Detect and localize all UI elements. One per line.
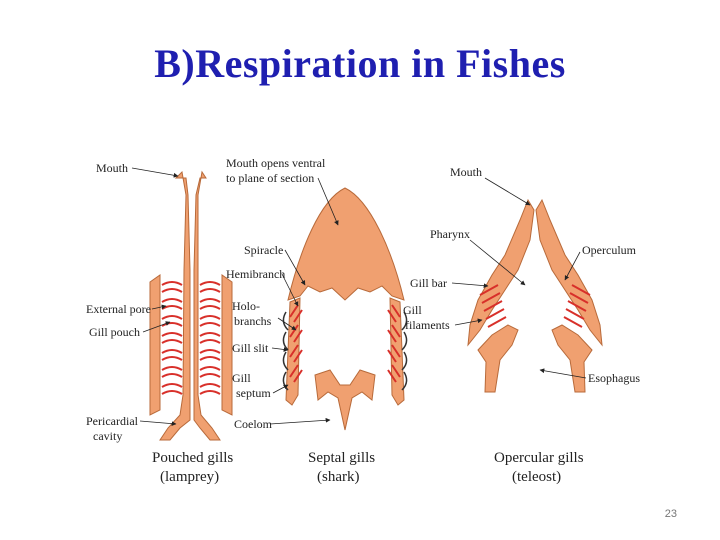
label-external-pore: External pore	[86, 302, 151, 316]
teleost-right-gill-arch	[552, 325, 592, 392]
label-pericardial-1: Pericardial	[86, 414, 139, 428]
label-gill-bar: Gill bar	[410, 276, 447, 290]
label-operculum: Operculum	[582, 243, 637, 257]
label-mouth-ventral-1: Mouth opens ventral	[226, 156, 326, 170]
label-coelom: Coelom	[234, 417, 273, 431]
caption-teleost-2: (teleost)	[512, 469, 561, 485]
caption-lamprey-2: (lamprey)	[160, 469, 219, 485]
lamprey-left-wall	[150, 275, 160, 415]
label-holo-2: branchs	[234, 314, 272, 328]
label-gill-pouch: Gill pouch	[89, 325, 140, 339]
caption-shark-2: (shark)	[317, 469, 359, 485]
label-gill-septum-1: Gill	[232, 371, 251, 385]
teleost-diagram: Mouth Pharynx Operculum Gill bar Gill fi…	[403, 165, 640, 485]
label-spiracle: Spiracle	[244, 243, 283, 257]
label-pharynx: Pharynx	[430, 227, 470, 241]
label-gill-filaments-1: Gill	[403, 303, 422, 317]
page-number: 23	[665, 508, 677, 520]
label-pericardial-2: cavity	[93, 429, 122, 443]
label-holo-1: Holo-	[232, 299, 260, 313]
label-gill-slit: Gill slit	[232, 341, 269, 355]
label-gill-filaments-2: filaments	[405, 318, 450, 332]
label-gill-septum-2: septum	[236, 386, 271, 400]
lamprey-diagram: Mouth External pore Gill pouch Pericardi…	[86, 161, 233, 485]
label-hemibranch: Hemibranch	[226, 267, 285, 281]
label-lamprey-mouth: Mouth	[96, 161, 128, 175]
caption-teleost-1: Opercular gills	[494, 450, 584, 466]
label-esophagus: Esophagus	[588, 371, 640, 385]
caption-shark-1: Septal gills	[308, 450, 375, 466]
label-teleost-mouth: Mouth	[450, 165, 482, 179]
shark-diagram: Mouth opens ventral to plane of section …	[226, 156, 407, 485]
lamprey-right-wall	[222, 275, 232, 415]
caption-lamprey-1: Pouched gills	[152, 450, 233, 466]
lamprey-gill-pouches	[162, 282, 220, 394]
teleost-left-operculum	[468, 200, 534, 345]
label-mouth-ventral-2: to plane of section	[226, 171, 314, 185]
shark-pharynx-floor	[315, 370, 375, 430]
shark-head	[288, 188, 404, 300]
teleost-left-gill-arch	[478, 325, 518, 392]
shark-gills	[290, 305, 400, 382]
